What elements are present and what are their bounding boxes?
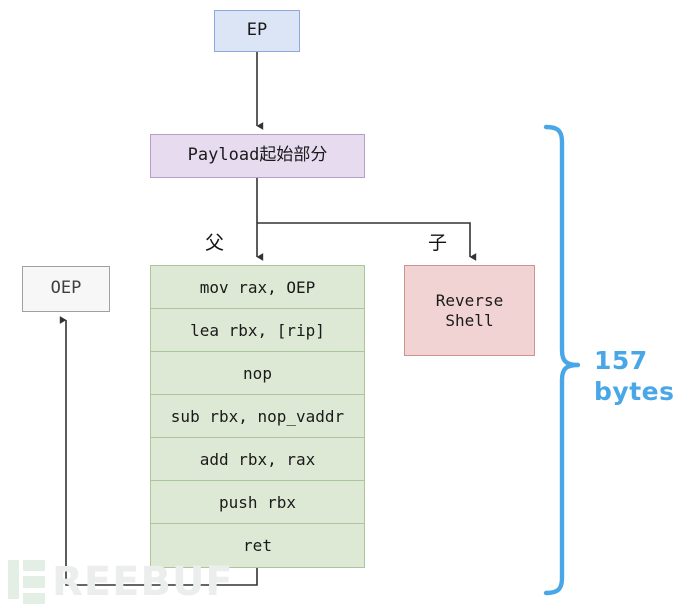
instruction-text: mov rax, OEP — [199, 277, 316, 297]
node-reverse-shell[interactable]: Reverse Shell — [404, 265, 535, 356]
instruction-row[interactable]: add rbx, rax — [151, 438, 364, 481]
node-original-entry-point[interactable]: OEP — [22, 266, 110, 312]
edge-label-parent: 父 — [205, 232, 225, 254]
instruction-text: lea rbx, [rip] — [190, 320, 325, 340]
edge-label-child: 子 — [428, 232, 448, 254]
connector-ret-to-oep — [59, 316, 258, 586]
instruction-row[interactable]: nop — [151, 352, 364, 395]
instruction-row[interactable]: ret — [151, 524, 364, 567]
instruction-text: add rbx, rax — [199, 449, 316, 469]
payload-size-unit: bytes — [594, 376, 675, 406]
instruction-text: nop — [243, 363, 272, 383]
size-brace — [543, 124, 581, 596]
instruction-text: push rbx — [218, 492, 297, 512]
instruction-text: ret — [243, 536, 272, 555]
payload-size-value: 157 — [594, 346, 648, 375]
node-entry-point-label: EP — [246, 20, 268, 41]
node-payload[interactable]: Payload起始部分 — [150, 134, 365, 178]
node-entry-point[interactable]: EP — [214, 10, 300, 52]
instruction-row[interactable]: sub rbx, nop_vaddr — [151, 395, 364, 438]
node-reverse-shell-label: Reverse Shell — [435, 290, 504, 330]
node-oep-label: OEP — [50, 278, 82, 299]
instruction-row[interactable]: push rbx — [151, 481, 364, 524]
instruction-row[interactable]: mov rax, OEP — [151, 266, 364, 309]
node-payload-label: Payload起始部分 — [187, 145, 328, 166]
instruction-text: sub rbx, nop_vaddr — [170, 406, 345, 426]
instruction-stack: mov rax, OEP lea rbx, [rip] nop sub rbx,… — [150, 265, 365, 568]
instruction-row[interactable]: lea rbx, [rip] — [151, 309, 364, 352]
connector-payload-to-shell — [257, 222, 477, 261]
payload-size-annotation: 157 bytes — [594, 346, 684, 407]
